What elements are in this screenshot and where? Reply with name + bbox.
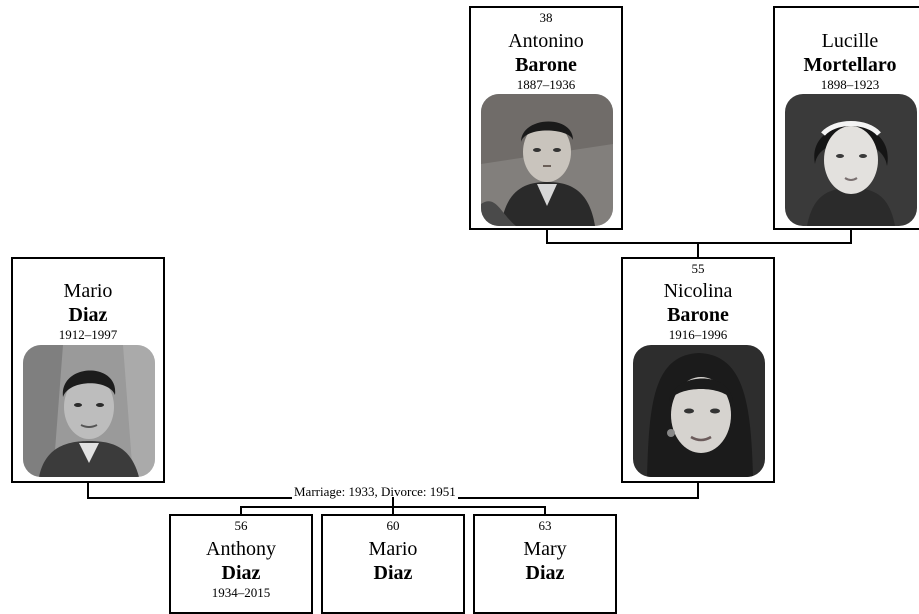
- portrait-photo: [481, 94, 613, 226]
- person-dates: 1912–1997: [58, 327, 118, 342]
- person-surname: Diaz: [221, 562, 261, 584]
- connector-to-anthony: [240, 506, 242, 515]
- person-given-name: Nicolina: [663, 280, 733, 302]
- person-card-lucille-mortellaro[interactable]: Lucille Mortellaro 1898–1923: [773, 6, 919, 230]
- person-given-name: Mario: [368, 538, 418, 560]
- person-card-mario-diaz-sr[interactable]: Mario Diaz 1912–1997: [11, 257, 165, 483]
- person-number: 63: [538, 518, 552, 533]
- person-given-name: Anthony: [206, 538, 276, 560]
- person-surname: Mortellaro: [803, 54, 897, 76]
- connector-children-stem: [392, 497, 394, 507]
- person-dates: 1887–1936: [516, 77, 576, 92]
- connector-parents-horizontal: [546, 242, 852, 244]
- portrait-photo: [633, 345, 765, 477]
- connector-to-nicolina: [697, 242, 699, 258]
- person-card-mario-diaz-jr[interactable]: 60 Mario Diaz: [321, 514, 465, 614]
- portrait-photo: [23, 345, 155, 477]
- person-given-name: Mary: [523, 538, 567, 560]
- person-number: 56: [234, 518, 248, 533]
- connector-lucille-down: [850, 229, 852, 244]
- person-dates: 1898–1923: [820, 77, 880, 92]
- connector-nicolina-down: [697, 482, 699, 499]
- person-surname: Diaz: [68, 304, 108, 326]
- person-surname: Diaz: [525, 562, 565, 584]
- connector-to-mario-jr: [392, 506, 394, 515]
- person-number: 60: [386, 518, 400, 533]
- marriage-caption: Marriage: 1933, Divorce: 1951: [292, 484, 458, 499]
- person-given-name: Mario: [63, 280, 113, 302]
- person-card-mary-diaz[interactable]: 63 Mary Diaz: [473, 514, 617, 614]
- person-surname: Diaz: [373, 562, 413, 584]
- connector-to-mary: [544, 506, 546, 515]
- person-number: 38: [539, 10, 553, 25]
- person-number: 55: [691, 261, 705, 276]
- person-surname: Barone: [667, 304, 729, 326]
- person-surname: Barone: [515, 54, 577, 76]
- connector-antonino-down: [546, 229, 548, 244]
- person-dates: 1916–1996: [668, 327, 728, 342]
- person-dates: 1934–2015: [211, 585, 271, 600]
- person-card-nicolina-barone[interactable]: 55 Nicolina Barone 1916–1996: [621, 257, 775, 483]
- person-card-antonino-barone[interactable]: 38 Antonino Barone 1887–1936: [469, 6, 623, 230]
- portrait-photo: [785, 94, 917, 226]
- person-card-anthony-diaz[interactable]: 56 Anthony Diaz 1934–2015: [169, 514, 313, 614]
- person-given-name: Lucille: [821, 30, 879, 52]
- person-given-name: Antonino: [508, 30, 584, 52]
- connector-mario-down: [87, 482, 89, 499]
